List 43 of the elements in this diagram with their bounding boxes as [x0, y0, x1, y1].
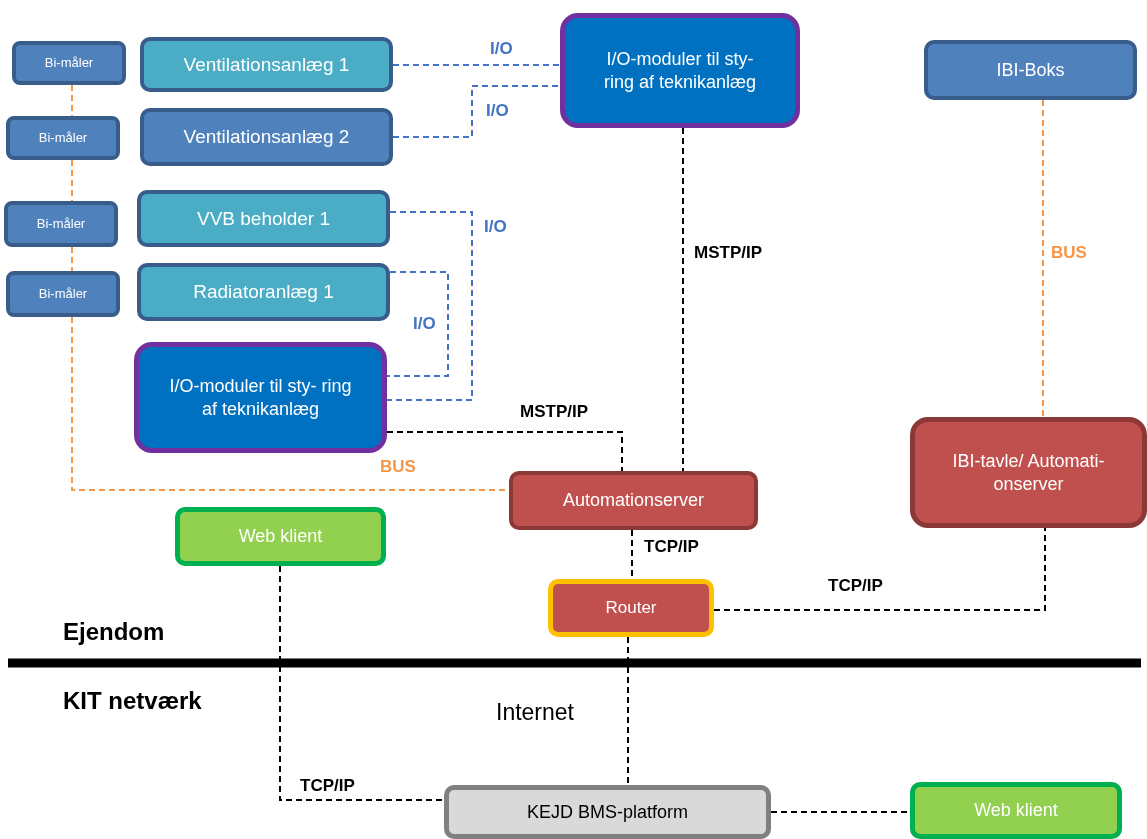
router-box: Router: [548, 579, 714, 637]
connector-line: [682, 127, 684, 472]
connector-line: [1042, 99, 1044, 418]
client-box: Web klient: [910, 782, 1122, 839]
connector-line: [71, 84, 73, 117]
server-box: Automationserver: [509, 471, 758, 530]
module-box: I/O-moduler til sty- ring af teknikanlæg: [560, 13, 800, 128]
connector-line: [627, 636, 629, 786]
edge-label: I/O: [484, 102, 511, 119]
client-box: Web klient: [175, 507, 386, 566]
edge-label: BUS: [378, 458, 418, 475]
server-box: IBI-tavle/ Automati- onserver: [910, 417, 1147, 528]
module-box: I/O-moduler til sty- ring af teknikanlæg: [134, 342, 387, 453]
meter-box: Bi-måler: [6, 116, 120, 160]
system-box: Ventilationsanlæg 1: [140, 37, 393, 92]
system-box: Radiatoranlæg 1: [137, 263, 390, 321]
connector-line: [392, 85, 561, 138]
connector-line: [392, 64, 561, 66]
connector-line: [386, 271, 449, 377]
edge-label: MSTP/IP: [518, 403, 590, 420]
zone-label: Ejendom: [63, 617, 165, 647]
edge-label: TCP/IP: [826, 577, 885, 594]
meter-box: Bi-måler: [12, 41, 126, 85]
edge-label: MSTP/IP: [692, 244, 764, 261]
meter-box: Bi-måler: [6, 271, 120, 317]
platform-box: KEJD BMS-platform: [444, 785, 771, 839]
meter-box: Bi-måler: [4, 201, 118, 247]
connector-line: [279, 565, 445, 801]
connector-line: [386, 431, 623, 472]
edge-label: BUS: [1049, 244, 1089, 261]
system-box: Ventilationsanlæg 2: [140, 108, 393, 166]
edge-label: I/O: [488, 40, 515, 57]
edge-label: I/O: [411, 315, 438, 332]
zone-label: KIT netværk: [63, 686, 202, 716]
edge-label: I/O: [482, 218, 509, 235]
edge-label: TCP/IP: [298, 777, 357, 794]
edge-label: TCP/IP: [642, 538, 701, 555]
connector-line: [386, 211, 473, 401]
connector-line: [71, 159, 73, 202]
device-box: IBI-Boks: [924, 40, 1137, 100]
system-box: VVB beholder 1: [137, 190, 390, 247]
connector-line: [713, 527, 1046, 611]
connector-line: [71, 246, 73, 272]
